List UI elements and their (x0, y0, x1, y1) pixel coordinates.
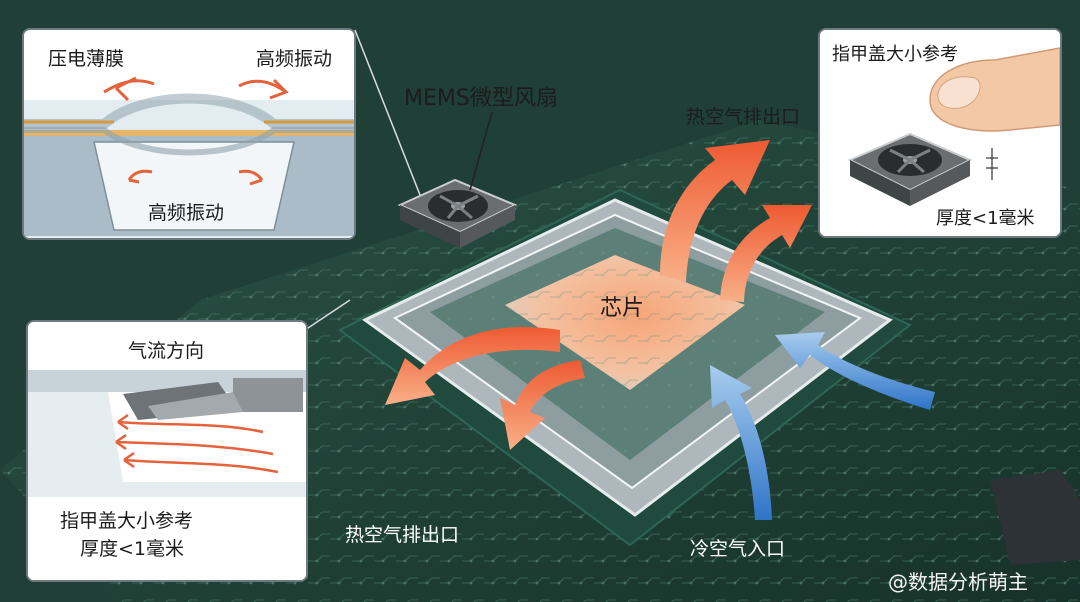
high-freq-vibration-bottom-label: 高频振动 (148, 202, 225, 224)
cold-air-arrow-right (775, 332, 935, 410)
cold-air-arrow-bottom (710, 365, 772, 520)
mems-fan-label: MEMS微型风扇 (404, 86, 558, 111)
airflow-direction-label: 气流方向 (128, 340, 205, 362)
mems-fan-device (397, 178, 518, 248)
board-component (990, 470, 1080, 565)
membrane-drawing (24, 30, 354, 238)
hot-air-arrow-left (385, 326, 560, 405)
callout-fan-pointer (469, 111, 493, 191)
airflow-drawing (28, 322, 306, 580)
watermark: @数据分析萌主 (888, 570, 1028, 594)
hot-air-outlet-top-label: 热空气排出口 (686, 106, 801, 128)
hot-air-arrow-left-lower (500, 360, 585, 450)
size-reference-drawing (820, 30, 1060, 236)
hot-air-arrow-up-large (660, 140, 770, 282)
membrane-inset-panel: 压电薄膜 高频振动 高频振动 (22, 28, 356, 240)
airflow-thickness-label: 厚度<1毫米 (80, 538, 185, 560)
airflow-nail-ref-label: 指甲盖大小参考 (60, 510, 194, 532)
cold-air-inlet-label: 冷空气入口 (690, 538, 786, 560)
callout-line-membrane (354, 29, 421, 196)
airflow-inset-panel: 气流方向 指甲盖大小参考 厚度<1毫米 (26, 320, 308, 582)
chip-label: 芯片 (600, 296, 645, 321)
piezo-film-label: 压电薄膜 (48, 48, 125, 70)
high-freq-vibration-top-label: 高频振动 (256, 48, 333, 70)
hot-air-arrow-up-small (720, 205, 812, 302)
size-thickness-label: 厚度<1毫米 (936, 208, 1035, 229)
hot-air-outlet-bottom-label: 热空气排出口 (345, 524, 460, 546)
callout-line-airflow (304, 299, 351, 331)
size-reference-panel: 指甲盖大小参考 厚度<1毫米 (818, 28, 1062, 238)
size-reference-title-label: 指甲盖大小参考 (832, 44, 958, 65)
